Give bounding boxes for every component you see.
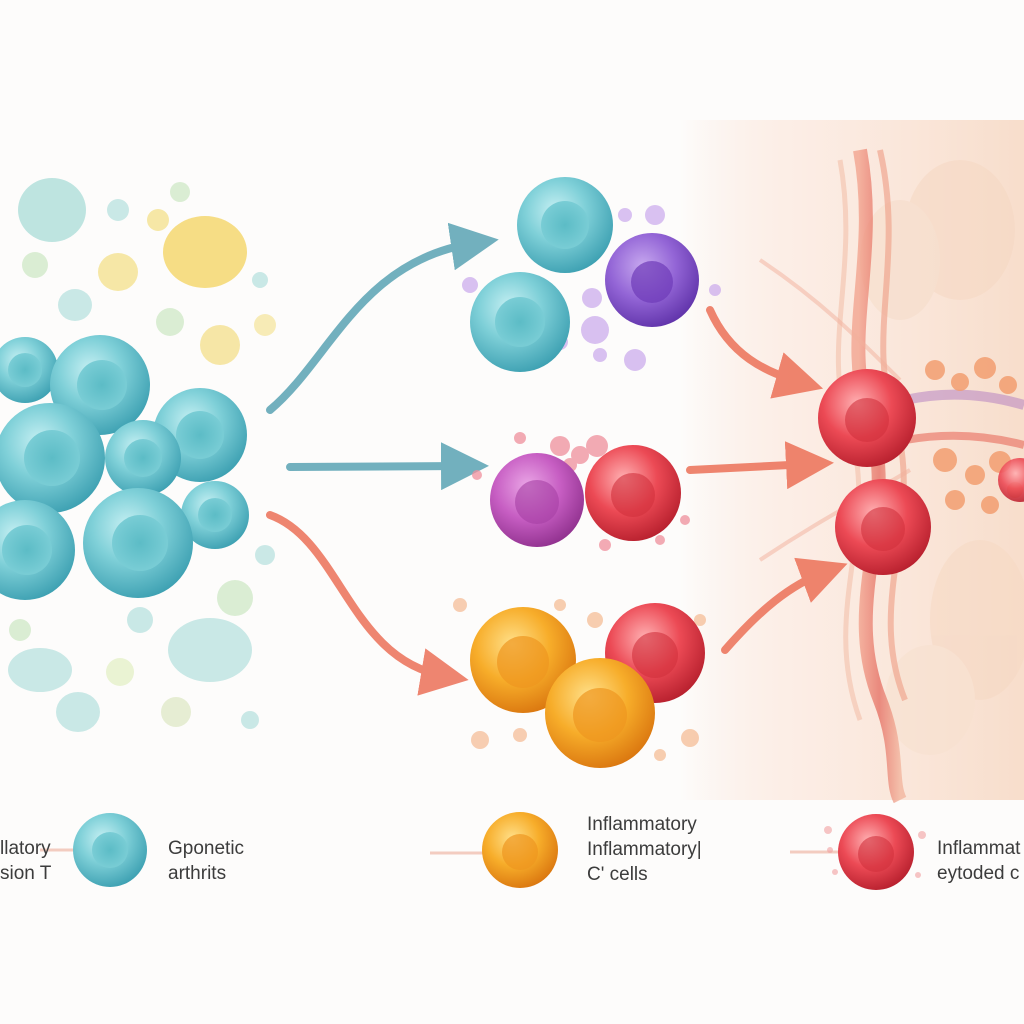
teal-cell	[0, 337, 58, 403]
legend-left-line1: llatory	[0, 838, 51, 859]
purple-cell	[605, 233, 699, 327]
legend-red-label: Inflammat eytoded c	[937, 836, 1020, 886]
red-cell-tissue-upper	[818, 369, 916, 467]
teal-cell	[181, 481, 249, 549]
red-cell-tissue-lower	[835, 479, 931, 575]
legend-teal-label: Gponetic arthrits	[168, 836, 244, 886]
legend-teal-line1: Gponetic	[168, 838, 245, 859]
teal-cell-upper-2	[470, 272, 570, 372]
legend-teal-cell-icon	[73, 813, 147, 887]
teal-cell	[83, 488, 193, 598]
legend-left-label: llatory sion T	[0, 836, 51, 886]
teal-cell	[0, 403, 105, 513]
legend-teal-line2: arthrits	[168, 863, 227, 884]
legend-orange-line1: Inflammatory	[587, 814, 697, 835]
arrow-coral-to-tissue-middle	[686, 441, 834, 490]
legend-row	[40, 812, 926, 890]
legend-red-line2: eytoded c	[937, 863, 1020, 884]
arrow-coral-to-tissue-lower	[721, 557, 848, 654]
orange-cell-2	[545, 658, 655, 768]
legend-red-line1: Inflammat	[937, 838, 1021, 859]
particles-lower	[453, 598, 706, 761]
red-cell-middle	[585, 445, 681, 541]
teal-cell-upper	[517, 177, 613, 273]
legend-orange-line2: Inflammatory|	[587, 839, 702, 860]
legend-red-cell-icon	[838, 814, 914, 890]
legend-orange-label: Inflammatory Inflammatory| C' cells	[587, 812, 702, 887]
background-particles-left	[8, 178, 276, 732]
magenta-cell	[490, 453, 584, 547]
teal-cell	[0, 500, 75, 600]
teal-cell-cluster	[0, 335, 249, 600]
orange-cell	[470, 607, 576, 713]
arrow-teal-upper	[266, 222, 499, 414]
arrow-teal-middle	[286, 442, 489, 491]
teal-cell	[105, 420, 181, 496]
legend-orange-line3: C' cells	[587, 864, 648, 885]
arrow-coral-lower	[266, 511, 469, 696]
legend-left-line2: sion T	[0, 863, 52, 884]
arrow-coral-to-tissue-upper	[706, 306, 824, 399]
legend-orange-cell-icon	[482, 812, 558, 888]
